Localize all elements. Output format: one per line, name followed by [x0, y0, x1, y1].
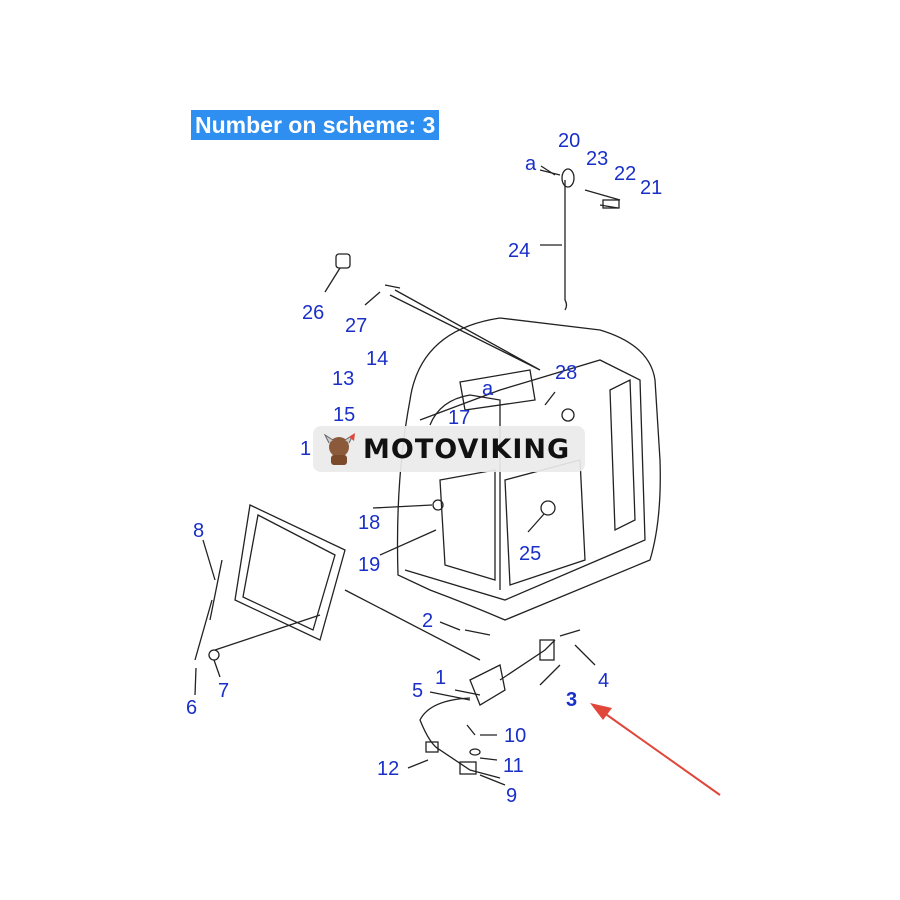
callout-19: 19	[358, 554, 380, 576]
callout-18: 18	[358, 512, 380, 534]
callout-4: 4	[598, 670, 609, 692]
wire-24-line-art	[335, 168, 621, 371]
callout-5: 5	[412, 680, 423, 702]
callout-a-cab: a	[482, 378, 494, 400]
callout-16: 1	[300, 438, 311, 460]
viking-mascot-icon	[323, 433, 355, 465]
callout-20: 20	[558, 130, 580, 152]
callout-1: 1	[435, 667, 446, 689]
watermark-text: MOTOVIKING	[363, 433, 571, 465]
callout-26: 26	[302, 302, 324, 324]
callout-21: 21	[640, 177, 662, 199]
callout-a-top: a	[525, 153, 537, 175]
callout-23: 23	[586, 148, 608, 170]
callout-11: 11	[503, 755, 524, 777]
callout-8: 8	[193, 520, 204, 542]
watermark: MOTOVIKING	[313, 426, 585, 472]
callout-6: 6	[186, 697, 197, 719]
callout-9: 9	[506, 785, 517, 807]
wiper-motor-harness-line-art	[419, 629, 581, 779]
red-pointer-arrow	[590, 703, 721, 796]
callout-17: 17	[448, 407, 470, 429]
callout-22: 22	[614, 163, 636, 185]
cab-line-art	[396, 317, 661, 621]
callout-12: 12	[377, 758, 399, 780]
callout-10: 10	[504, 725, 526, 747]
scheme-number-banner: Number on scheme: 3	[191, 110, 440, 140]
callout-14: 14	[366, 348, 388, 370]
callout-2: 2	[422, 610, 433, 632]
callout-7: 7	[218, 680, 229, 702]
callout-28: 28	[555, 362, 577, 384]
callout-13: 13	[332, 368, 354, 390]
callout-27: 27	[345, 315, 367, 337]
callout-15: 15	[333, 404, 355, 426]
callout-25: 25	[519, 543, 541, 565]
leader-lines	[194, 165, 596, 786]
callout-3-highlighted: 3	[566, 689, 577, 711]
callout-24: 24	[508, 240, 530, 262]
window-frame-line-art	[194, 504, 481, 661]
